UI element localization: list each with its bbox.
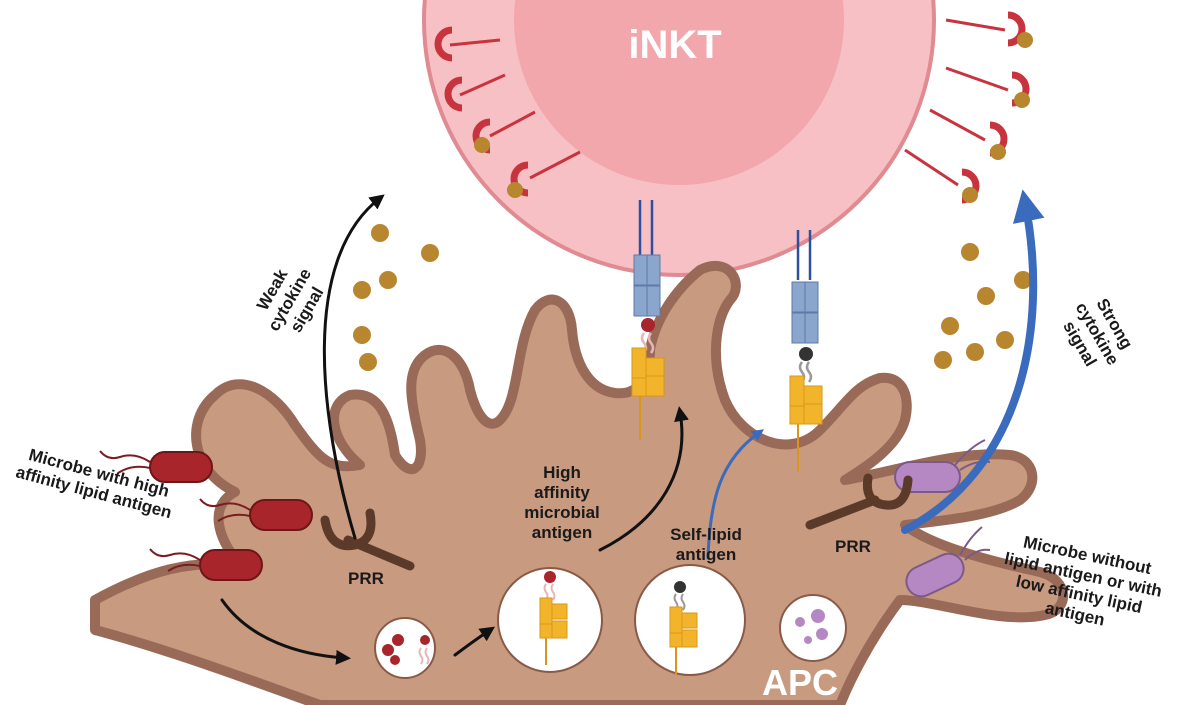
svg-text:Self-lipid: Self-lipid (670, 525, 742, 544)
tcr-cd1d-complex-self (789, 230, 823, 472)
microbes-high-affinity (99, 450, 313, 581)
bound-cytokines-right (962, 32, 1033, 203)
svg-text:affinity: affinity (534, 483, 590, 502)
high-affinity-antigen-label: High affinity microbial antigen (524, 463, 600, 542)
cytokines-left-cluster (353, 224, 439, 371)
endosome-microbial-antigen (497, 567, 603, 673)
strong-signal-label: Strong cytokine signal (1059, 295, 1136, 369)
uptake-arrow (220, 598, 351, 665)
tcr-cd1d-complex-microbial (631, 200, 665, 440)
weak-signal-label: Weak cytokine signal (253, 265, 327, 336)
apc-label: APC (762, 662, 838, 703)
microbe-low-label: Microbe without lipid antigen or with lo… (1003, 532, 1164, 629)
microbe-high-3 (149, 548, 263, 581)
inkt-cell: iNKT (422, 0, 936, 277)
endosome-phagosome (374, 617, 436, 679)
endosome-self-lipid (634, 564, 746, 676)
prr-label-right: PRR (835, 537, 871, 556)
strong-signal-arrow (901, 189, 1045, 534)
endosome-degraded (779, 594, 847, 662)
processing-arrow (453, 626, 495, 657)
loading-arrow (598, 406, 689, 552)
weak-signal-arrow (322, 194, 385, 540)
svg-text:High: High (543, 463, 581, 482)
microbe-low-2 (905, 526, 991, 598)
microbe-high-2 (199, 498, 313, 531)
prr-receptor-right (805, 473, 913, 530)
arrows (220, 189, 1045, 665)
microbe-high-1 (99, 450, 213, 483)
prr-label-left: PRR (348, 569, 384, 588)
microbe-high-label: Microbe with high affinity lipid antigen (14, 445, 174, 522)
self-lipid-arrow (706, 429, 764, 560)
svg-text:antigen: antigen (532, 523, 592, 542)
inkt-label: iNKT (628, 23, 721, 67)
cytokines-right-cluster (934, 243, 1032, 369)
prr-receptor-left (320, 508, 415, 571)
svg-text:microbial: microbial (524, 503, 600, 522)
self-lipid-label: Self-lipid antigen (670, 525, 742, 564)
bound-cytokines-left (474, 137, 523, 198)
svg-text:antigen: antigen (676, 545, 736, 564)
